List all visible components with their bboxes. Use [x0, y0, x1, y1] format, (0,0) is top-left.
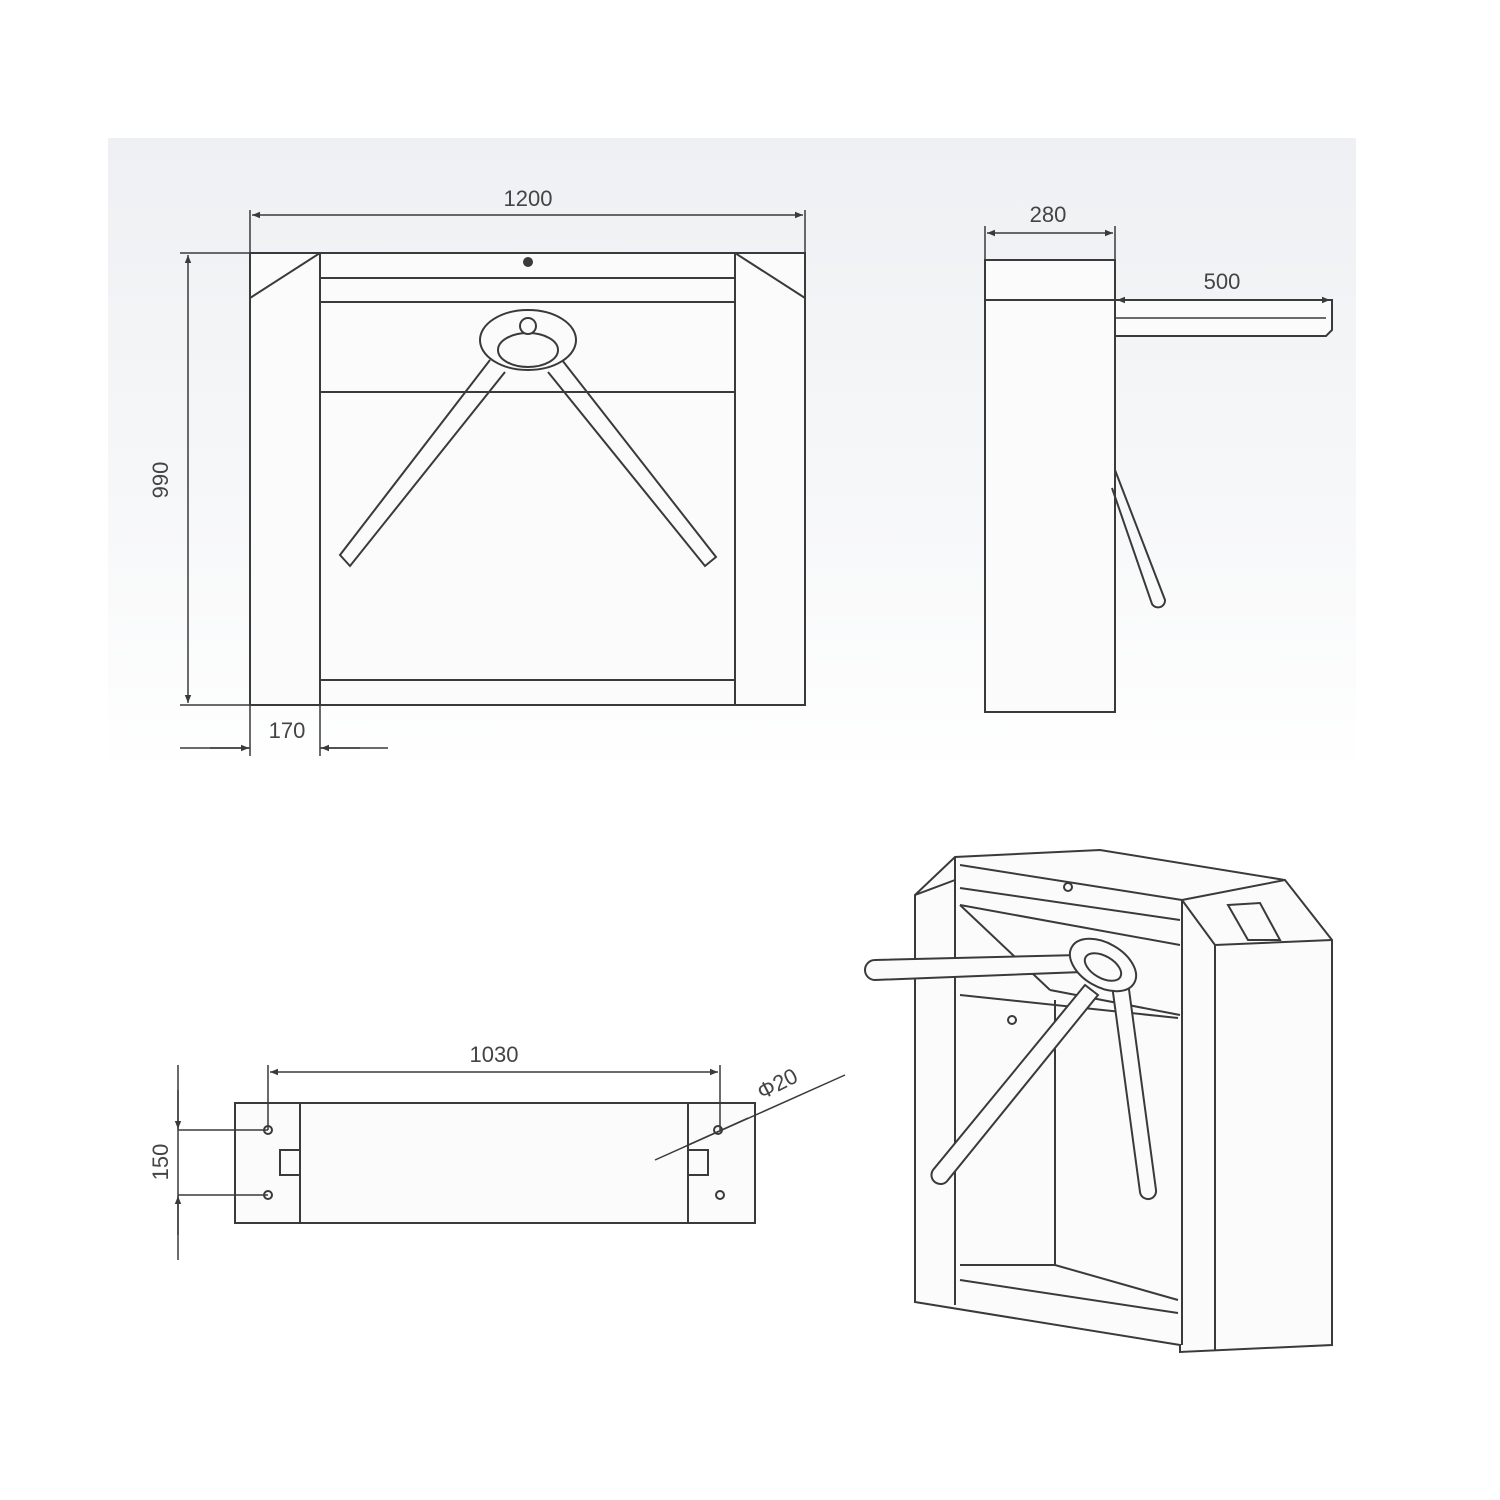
- isometric-view: [864, 848, 1333, 1354]
- iso-tripod-arms: [864, 937, 1158, 1201]
- front-view: 1200 990 170: [148, 186, 806, 756]
- dim-front-height: 990: [148, 462, 173, 499]
- dim-post-width: 170: [269, 718, 306, 743]
- tripod-arms: [338, 309, 718, 568]
- dim-hole-pitch: 150: [148, 1144, 173, 1181]
- side-view: 280 500: [984, 202, 1333, 713]
- dim-arm-length: 500: [1204, 269, 1241, 294]
- dim-front-width: 1200: [504, 186, 553, 211]
- dim-hole-spacing: 1030: [470, 1042, 519, 1067]
- sensor-dot: [523, 257, 533, 267]
- base-view: 1030 150 Φ20: [148, 1042, 846, 1260]
- mount-hole: [715, 1190, 725, 1200]
- dim-side-depth: 280: [1030, 202, 1067, 227]
